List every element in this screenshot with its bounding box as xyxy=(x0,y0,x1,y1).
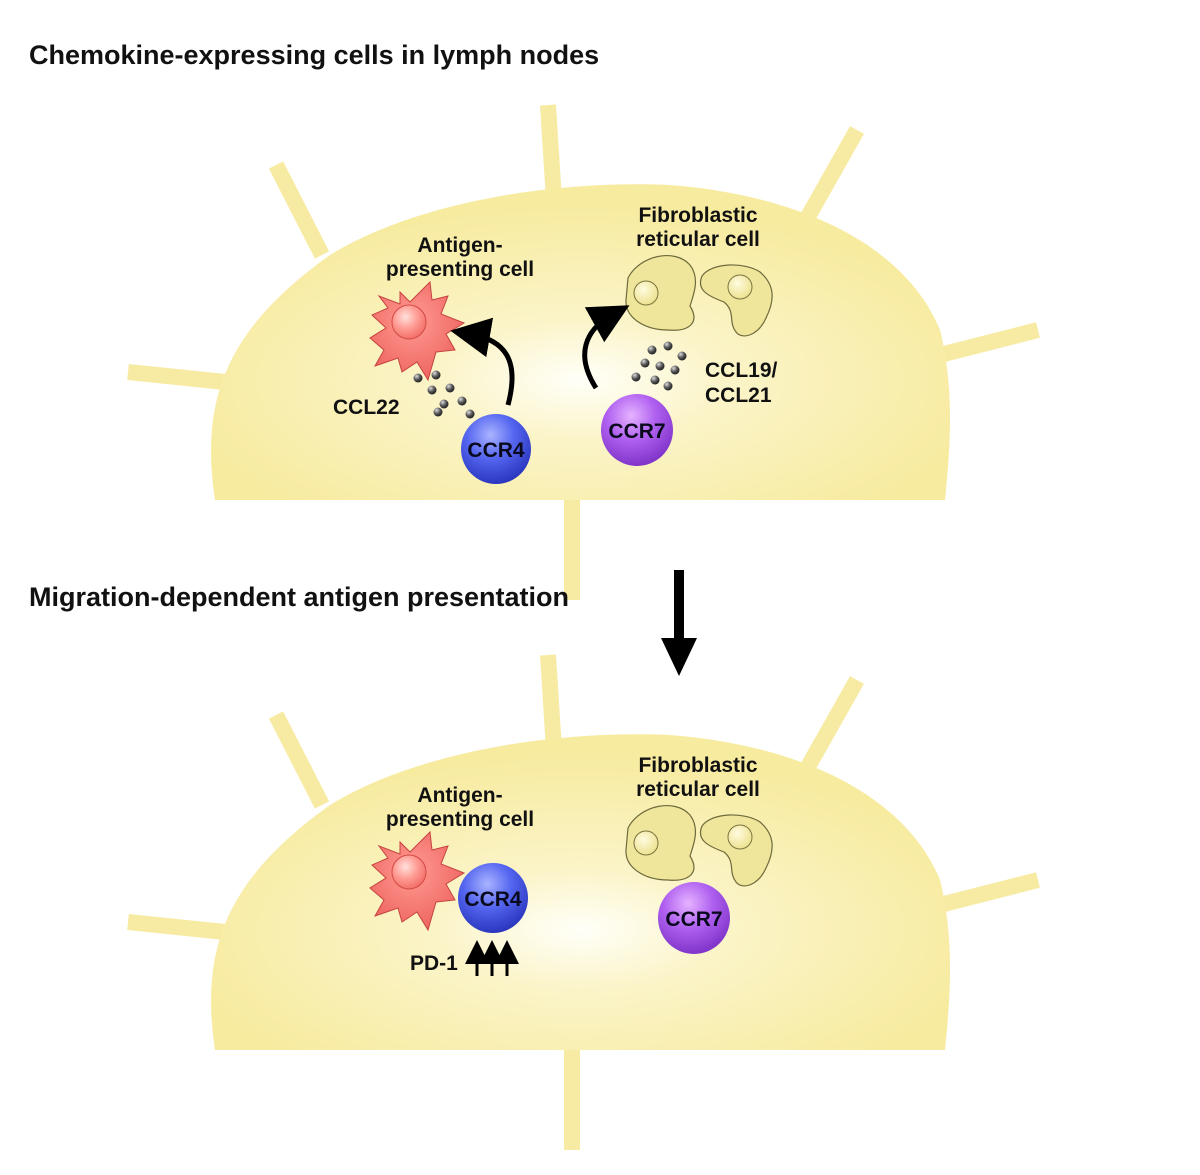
lymph-node-bottom xyxy=(128,655,1038,1150)
bottom-panel-title: Migration-dependent antigen presentation xyxy=(29,582,569,612)
apc-label-bottom-line1: Antigen- xyxy=(417,784,502,807)
ccl19-label-line1: CCL19/ xyxy=(705,359,778,382)
apc-label-top-line1: Antigen- xyxy=(417,234,502,257)
ccl19-label-line2: CCL21 xyxy=(705,384,772,407)
ccr4-migration-arrow xyxy=(450,317,515,406)
frc-label-top-line1: Fibroblastic xyxy=(638,204,757,227)
transition-arrow xyxy=(661,570,697,676)
top-panel: Chemokine-expressing cells in lymph node… xyxy=(29,40,1038,600)
ccr4-t-cell-top: CCR4 xyxy=(461,414,531,484)
pd1-upregulation-arrows xyxy=(465,940,519,976)
ccr7-t-cell-bottom: CCR7 xyxy=(658,882,730,954)
frc-label-top-line2: reticular cell xyxy=(636,228,760,251)
apc-label-top-line2: presenting cell xyxy=(386,258,534,281)
ccr7-t-cell-top: CCR7 xyxy=(601,394,673,466)
pd1-label: PD-1 xyxy=(410,952,458,975)
ccl22-label: CCL22 xyxy=(333,396,400,419)
apc-label-bottom-line2: presenting cell xyxy=(386,808,534,831)
top-panel-title: Chemokine-expressing cells in lymph node… xyxy=(29,40,599,70)
ccr4-label-bottom: CCR4 xyxy=(464,888,521,911)
ccr7-migration-arrow xyxy=(582,305,630,390)
bottom-panel: Migration-dependent antigen presentation… xyxy=(29,582,1038,1150)
ccr7-label-bottom: CCR7 xyxy=(665,908,722,931)
frc-label-bottom-line1: Fibroblastic xyxy=(638,754,757,777)
ccr7-label-top: CCR7 xyxy=(608,420,665,443)
frc-label-bottom-line2: reticular cell xyxy=(636,778,760,801)
ccr4-label-top: CCR4 xyxy=(467,439,524,462)
ccr4-t-cell-bottom: CCR4 xyxy=(458,863,528,933)
